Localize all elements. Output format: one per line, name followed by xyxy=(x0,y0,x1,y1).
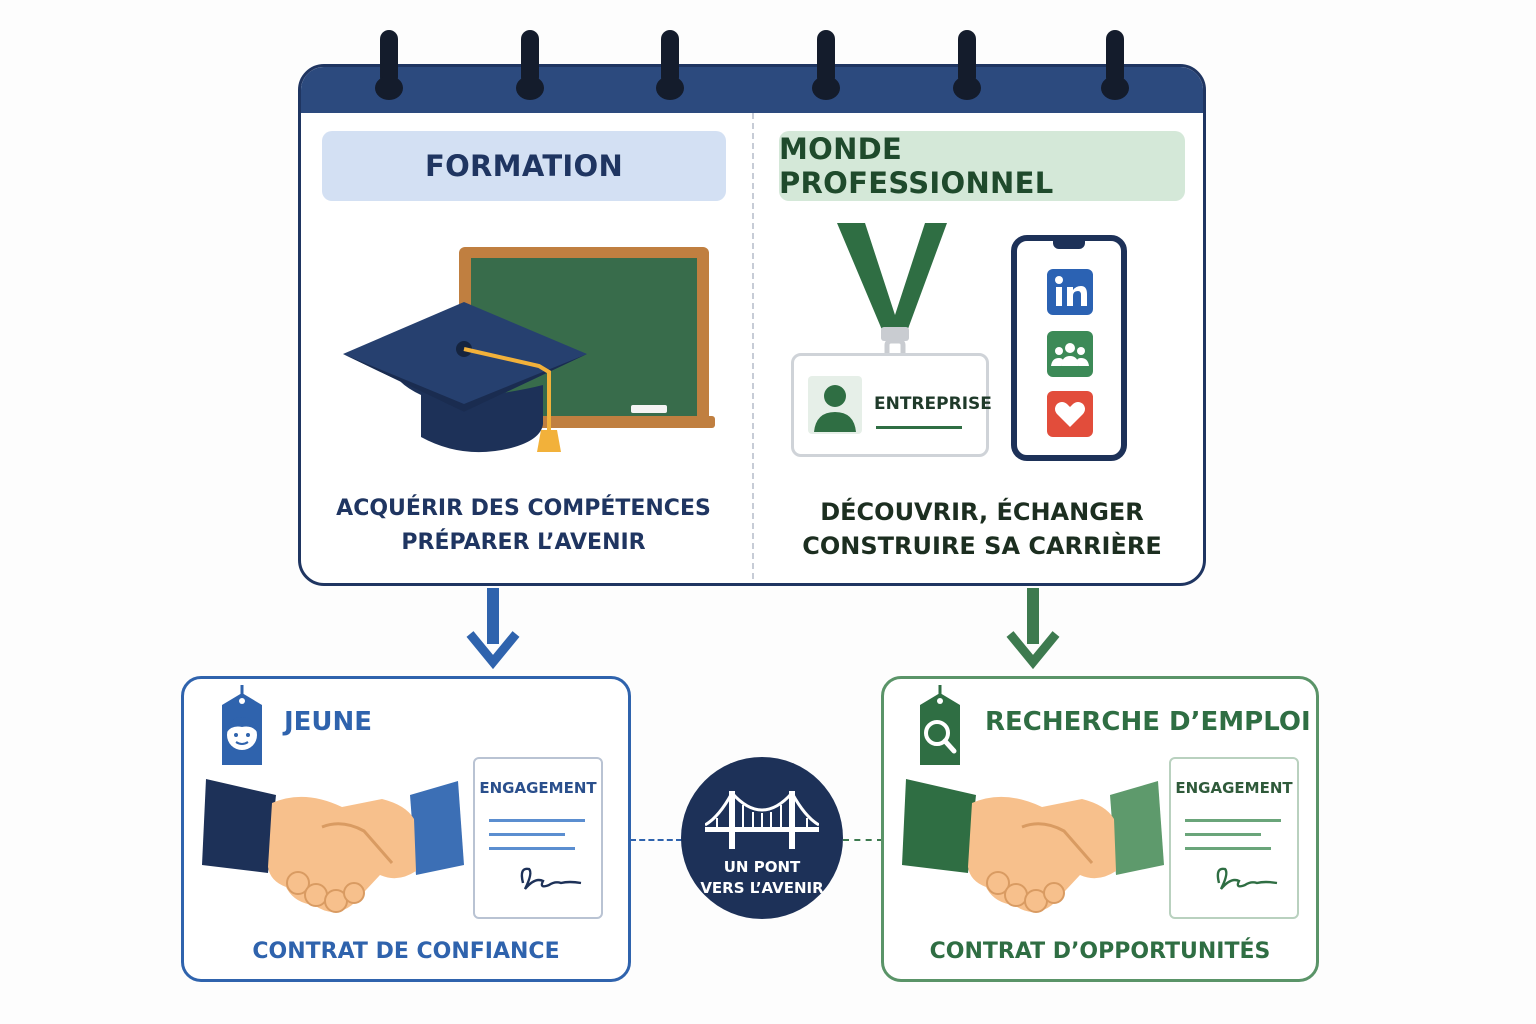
recherche-emploi-footer: CONTRAT D’OPPORTUNITÉS xyxy=(929,939,1271,964)
formation-caption-line1: ACQUÉRIR DES COMPÉTENCES xyxy=(336,496,711,521)
engagement-document-emploi: ENGAGEMENT xyxy=(1169,757,1299,919)
binder-ring-icon xyxy=(656,30,684,100)
bridge-line1: UN PONT xyxy=(723,858,801,876)
monde-pro-caption-line1: DÉCOUVRIR, ÉCHANGER xyxy=(820,498,1144,526)
bridge-circle: UN PONT VERS L’AVENIR xyxy=(681,757,843,919)
child-tag-icon xyxy=(222,685,262,765)
engagement-title-jeune: ENGAGEMENT xyxy=(479,779,597,797)
monde-professionnel-title: MONDE PROFESSIONNEL xyxy=(779,131,1185,201)
binder-ring-icon xyxy=(953,30,981,100)
monde-pro-caption-line2: CONSTRUIRE SA CARRIÈRE xyxy=(802,532,1162,560)
bridge-line2: VERS L’AVENIR xyxy=(700,879,824,897)
linkedin-icon xyxy=(1047,269,1093,315)
calendar-divider xyxy=(752,113,754,583)
bridge-icon xyxy=(705,791,819,849)
binder-ring-icon xyxy=(375,30,403,100)
signature-icon xyxy=(489,819,585,890)
signature-icon xyxy=(1185,819,1281,890)
magnifier-tag-icon xyxy=(920,685,960,765)
jeune-title: JEUNE xyxy=(284,707,373,737)
formation-caption-line2: PRÉPARER L’AVENIR xyxy=(401,530,646,555)
community-icon xyxy=(1047,331,1093,377)
handshake-icon xyxy=(902,779,1164,913)
handshake-icon xyxy=(202,779,464,913)
jeune-card: JEUNE ENGAGEMENT CONTRAT DE CONFIANCE xyxy=(181,676,631,982)
entreprise-badge: ENTREPRISE xyxy=(791,353,992,457)
graduation-cap-chalkboard-icon xyxy=(343,247,715,453)
smartphone xyxy=(1011,235,1127,461)
entreprise-label: ENTREPRISE xyxy=(874,394,992,414)
recherche-emploi-title: RECHERCHE D’EMPLOI xyxy=(985,707,1311,737)
badge-line xyxy=(876,426,962,429)
arrow-down-blue-icon xyxy=(466,588,520,670)
phone-notch xyxy=(1053,241,1085,249)
engagement-title-emploi: ENGAGEMENT xyxy=(1175,779,1293,797)
person-icon xyxy=(808,376,862,434)
binder-ring-icon xyxy=(1101,30,1129,100)
calendar-panel: FORMATION MONDE PROFESSIONNEL ACQUÉRIR D… xyxy=(298,64,1206,586)
formation-title: FORMATION xyxy=(322,131,726,201)
engagement-document-jeune: ENGAGEMENT xyxy=(473,757,603,919)
calendar-header xyxy=(301,67,1203,113)
jeune-footer: CONTRAT DE CONFIANCE xyxy=(252,939,560,964)
heart-icon xyxy=(1047,391,1093,437)
binder-ring-icon xyxy=(516,30,544,100)
recherche-emploi-card: RECHERCHE D’EMPLOI ENGAGEMENT CONTRAT D’… xyxy=(881,676,1319,982)
arrow-down-green-icon xyxy=(1006,588,1060,670)
connector-right xyxy=(843,839,883,841)
binder-ring-icon xyxy=(812,30,840,100)
connector-left xyxy=(630,839,682,841)
